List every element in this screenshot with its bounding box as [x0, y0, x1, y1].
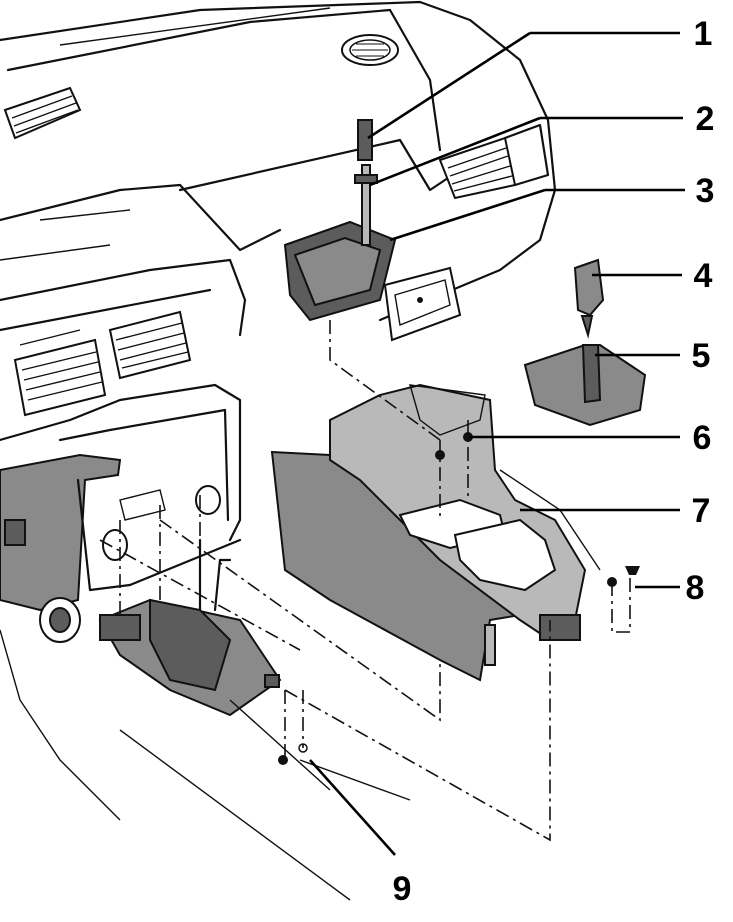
callout-9: 9: [393, 870, 412, 908]
leader-lines: [309, 31, 685, 856]
right-air-vent-icon: [438, 123, 550, 200]
shifter-base-part: [98, 538, 282, 717]
callout-4: 4: [694, 257, 713, 295]
callout-8: 8: [686, 569, 705, 607]
callout-3: 3: [696, 172, 715, 210]
callout-7: 7: [692, 492, 711, 530]
center-stack: [0, 383, 242, 643]
defrost-vent-icon: [3, 86, 82, 140]
assembly-lines: [99, 320, 631, 842]
speaker-grille-icon: [341, 34, 399, 66]
dashboard-panel: [0, 0, 557, 337]
gear-knob-part: [573, 258, 605, 339]
glovebox-handle-icon: [383, 266, 462, 342]
center-console-part: [270, 383, 587, 682]
callout-1: 1: [694, 15, 713, 53]
shift-mechanism-part: [283, 119, 397, 322]
callout-5: 5: [692, 337, 711, 375]
callout-6: 6: [693, 419, 712, 457]
shift-boot-part: [523, 344, 647, 427]
callout-labels: 1 2 3 4 5 6 7 8 9: [393, 15, 715, 908]
floor-lines: [0, 469, 601, 901]
center-air-vents-icon: [13, 310, 192, 417]
callout-2: 2: [696, 100, 715, 138]
